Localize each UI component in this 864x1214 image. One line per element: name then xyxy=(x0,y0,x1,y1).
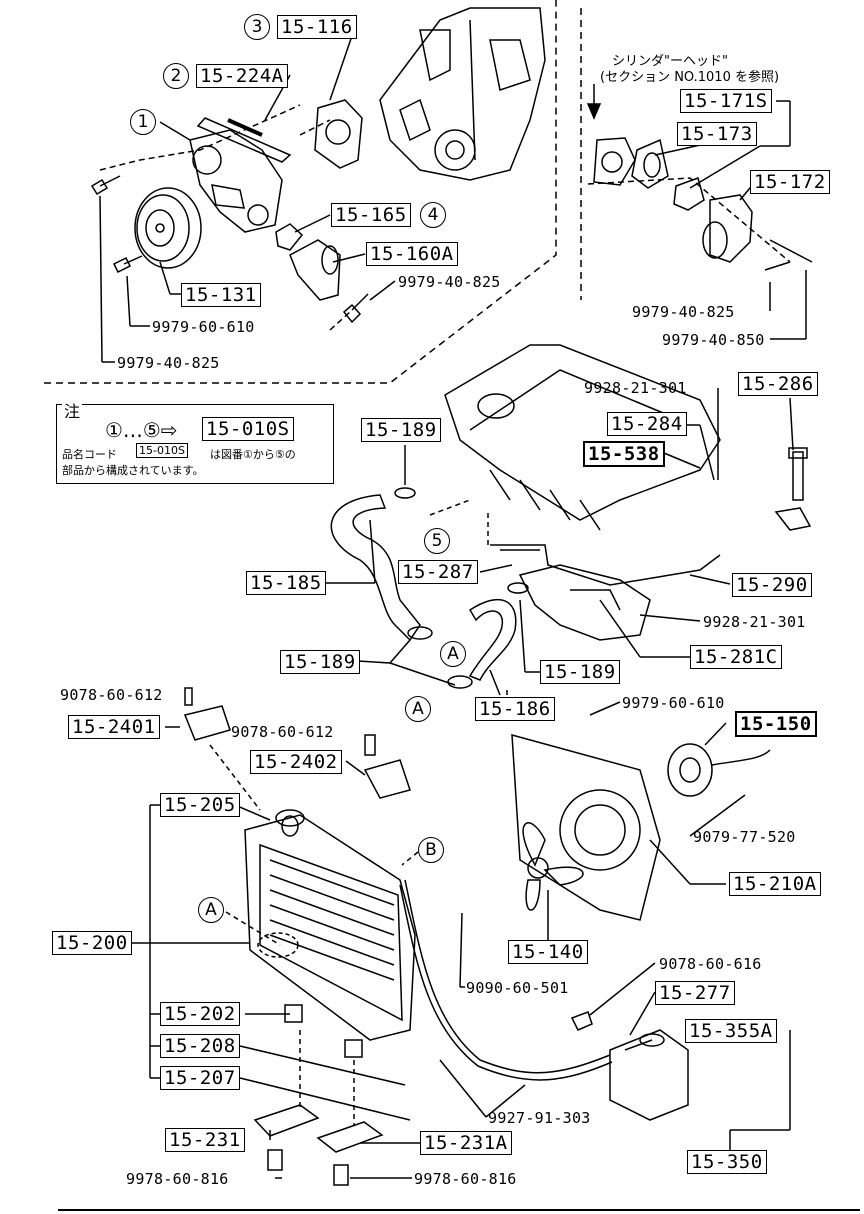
part-label: 15-189 xyxy=(361,418,441,442)
callout-circle-2: 2 xyxy=(163,63,189,89)
note-mark: 注 xyxy=(62,398,83,422)
cooling-fan-illustration xyxy=(522,822,584,911)
callout-circle-A-radiator: A xyxy=(198,897,224,923)
gasket-15-224A-illustration xyxy=(196,117,292,163)
kit-note-range: ①…⑤⇨ xyxy=(105,418,178,442)
part-label: 15-284 xyxy=(607,412,687,436)
part-label: 15-231A xyxy=(420,1131,512,1155)
part-label: 15-205 xyxy=(160,793,240,817)
part-label: 15-131 xyxy=(181,283,261,307)
bolt-code: 9078-60-616 xyxy=(659,955,762,973)
bolt-code: 9078-60-612 xyxy=(231,723,334,741)
bracket-15-2401-illustration xyxy=(183,705,231,741)
part-label: 15-2402 xyxy=(250,750,342,774)
lower-bracket-15-231-illustration xyxy=(253,1104,320,1137)
callout-circle-A-clamp: A xyxy=(405,696,431,722)
water-pipe-15-160A-illustration xyxy=(289,239,341,301)
part-label: 15-2401 xyxy=(68,715,160,739)
water-pump-illustration xyxy=(189,129,283,233)
bypass-pipe-illustration xyxy=(490,544,721,586)
callout-circle-5: 5 xyxy=(424,528,450,554)
thermostat-housing-illustration xyxy=(593,137,753,263)
callout-circle-B-radiator: B xyxy=(418,837,444,863)
part-label: 15-160A xyxy=(366,242,458,266)
lower-hose-illustration xyxy=(468,599,517,681)
part-label: 15-281C xyxy=(690,645,782,669)
bolt-code: 9090-60-501 xyxy=(466,979,569,997)
lower-bracket-15-231A-illustration xyxy=(316,1121,384,1153)
cylinder-head-illustration xyxy=(444,344,721,531)
bolt-code: 9928-21-301 xyxy=(584,379,687,397)
kit-note-code-label: 15-010S xyxy=(202,417,294,441)
callout-circle-1: 1 xyxy=(130,109,156,135)
part-label: 15-290 xyxy=(732,573,812,597)
part-label: 15-355A xyxy=(685,1019,777,1043)
bolt-code: 9979-40-825 xyxy=(398,273,501,291)
callout-circle-4: 4 xyxy=(420,202,446,228)
part-label: 15-171S xyxy=(680,89,772,113)
part-label: 15-173 xyxy=(677,122,757,146)
callout-circle-3: 3 xyxy=(244,14,270,40)
bolt-code: 9979-40-850 xyxy=(662,331,765,349)
engine-block-illustration xyxy=(379,7,546,181)
bolt-code: 9928-21-301 xyxy=(703,613,806,631)
fan-shroud-illustration xyxy=(511,733,661,921)
part-label: 15-116 xyxy=(277,15,357,39)
callout-circle-A-hose: A xyxy=(440,641,466,667)
gasket-15-116-illustration xyxy=(314,99,363,169)
part-label: 15-538 xyxy=(583,441,665,467)
kit-note-line2-code: 15-010S xyxy=(136,443,188,458)
part-label: 15-189 xyxy=(280,650,360,674)
kit-note-line2-suffix: は図番①から⑤の xyxy=(210,448,296,461)
part-label: 15-186 xyxy=(475,697,555,721)
part-label: 15-277 xyxy=(655,981,735,1005)
part-label: 15-207 xyxy=(160,1066,240,1090)
part-label: 15-287 xyxy=(398,560,478,584)
bracket-15-2402-illustration xyxy=(363,759,411,799)
cylinder-head-note-line2: (セクション NO.1010 を参照) xyxy=(600,70,780,85)
part-label: 15-189 xyxy=(540,660,620,684)
upper-hose-illustration xyxy=(330,494,421,642)
part-label: 15-224A xyxy=(196,64,288,88)
bolt-code: 9979-40-825 xyxy=(632,303,735,321)
kit-note-line2-prefix: 品名コード xyxy=(62,448,117,461)
part-label: 15-231 xyxy=(165,1128,245,1152)
part-label: 15-165 xyxy=(331,203,411,227)
gasket-15-165-illustration xyxy=(275,223,304,251)
part-label: 15-208 xyxy=(160,1034,240,1058)
part-label: 15-210A xyxy=(729,872,821,896)
bolt-code: 9978-60-816 xyxy=(414,1170,517,1188)
bolt-code: 9079-77-520 xyxy=(693,828,796,846)
pulley-illustration xyxy=(134,187,202,269)
bolt-code: 9979-60-610 xyxy=(152,318,255,336)
part-label: 15-350 xyxy=(687,1150,767,1174)
cylinder-head-note-line1: シリンダ"ーヘッド" xyxy=(612,54,728,69)
overflow-hose-illustration xyxy=(404,879,611,1074)
engine-lower-illustration xyxy=(518,564,651,641)
bolt-code: 9927-91-303 xyxy=(488,1109,591,1127)
radiator-illustration xyxy=(244,809,416,1041)
part-label: 15-150 xyxy=(735,711,817,737)
bolt-code: 9979-60-610 xyxy=(622,694,725,712)
part-label: 15-185 xyxy=(246,571,326,595)
part-label: 15-286 xyxy=(738,372,818,396)
fan-motor-illustration xyxy=(667,743,713,797)
bolt-code: 9979-40-825 xyxy=(117,354,220,372)
kit-note-line3: 部品から構成されています。 xyxy=(62,464,204,477)
bolt-code: 9978-60-816 xyxy=(126,1170,229,1188)
part-label: 15-200 xyxy=(52,931,132,955)
reservoir-tank-illustration xyxy=(609,1029,689,1121)
bolt-code: 9078-60-612 xyxy=(60,686,163,704)
part-label: 15-140 xyxy=(508,940,588,964)
part-label: 15-202 xyxy=(160,1002,240,1026)
part-label: 15-172 xyxy=(750,170,830,194)
section-boundary-line xyxy=(44,0,557,384)
